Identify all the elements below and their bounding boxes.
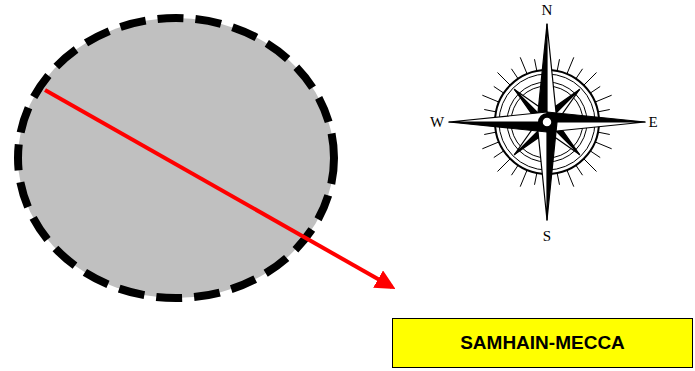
compass-rose [449,24,645,220]
region-circle [18,18,334,298]
compass-hub [538,113,556,131]
compass-tick [484,110,496,112]
compass-tick [520,170,527,187]
compass-tick [567,170,574,187]
compass-tick [598,132,610,134]
compass-tick [598,110,610,112]
compass-tick [557,173,559,185]
compass-tick [498,159,511,172]
compass-point [537,122,547,220]
compass-tick [584,159,597,172]
compass-tick [595,142,612,149]
place-name: SAMHAIN-MECCA [460,332,625,354]
compass-tick [482,142,499,149]
compass-tick [590,151,600,158]
compass-tick [576,165,583,175]
compass-tick [584,73,597,86]
compass-tick [494,86,504,93]
compass-tick [535,59,537,71]
compass-tick [557,59,559,71]
compass-tick [511,165,518,175]
compass-tick [498,73,511,86]
compass-tick [482,95,499,102]
compass-tick [511,69,518,79]
label-box: SAMHAIN-MECCA [392,318,693,368]
compass-point [547,112,645,122]
compass-letter: W [430,115,444,130]
compass-point [449,112,547,122]
compass-letter: E [648,115,657,130]
compass-tick [595,95,612,102]
compass-tick [520,57,527,74]
compass-tick [567,57,574,74]
compass-tick [576,69,583,79]
compass-point [547,122,557,220]
compass-hub [542,117,552,127]
compass-tick [590,86,600,93]
compass-tick [535,173,537,185]
compass-tick [494,151,504,158]
compass-letter: N [542,3,553,18]
compass-point [537,24,547,122]
compass-tick [484,132,496,134]
direction-arrow [45,90,392,287]
compass-point [449,122,547,132]
compass-letter: S [543,229,551,244]
compass-point [547,24,557,122]
compass-point [547,122,645,132]
